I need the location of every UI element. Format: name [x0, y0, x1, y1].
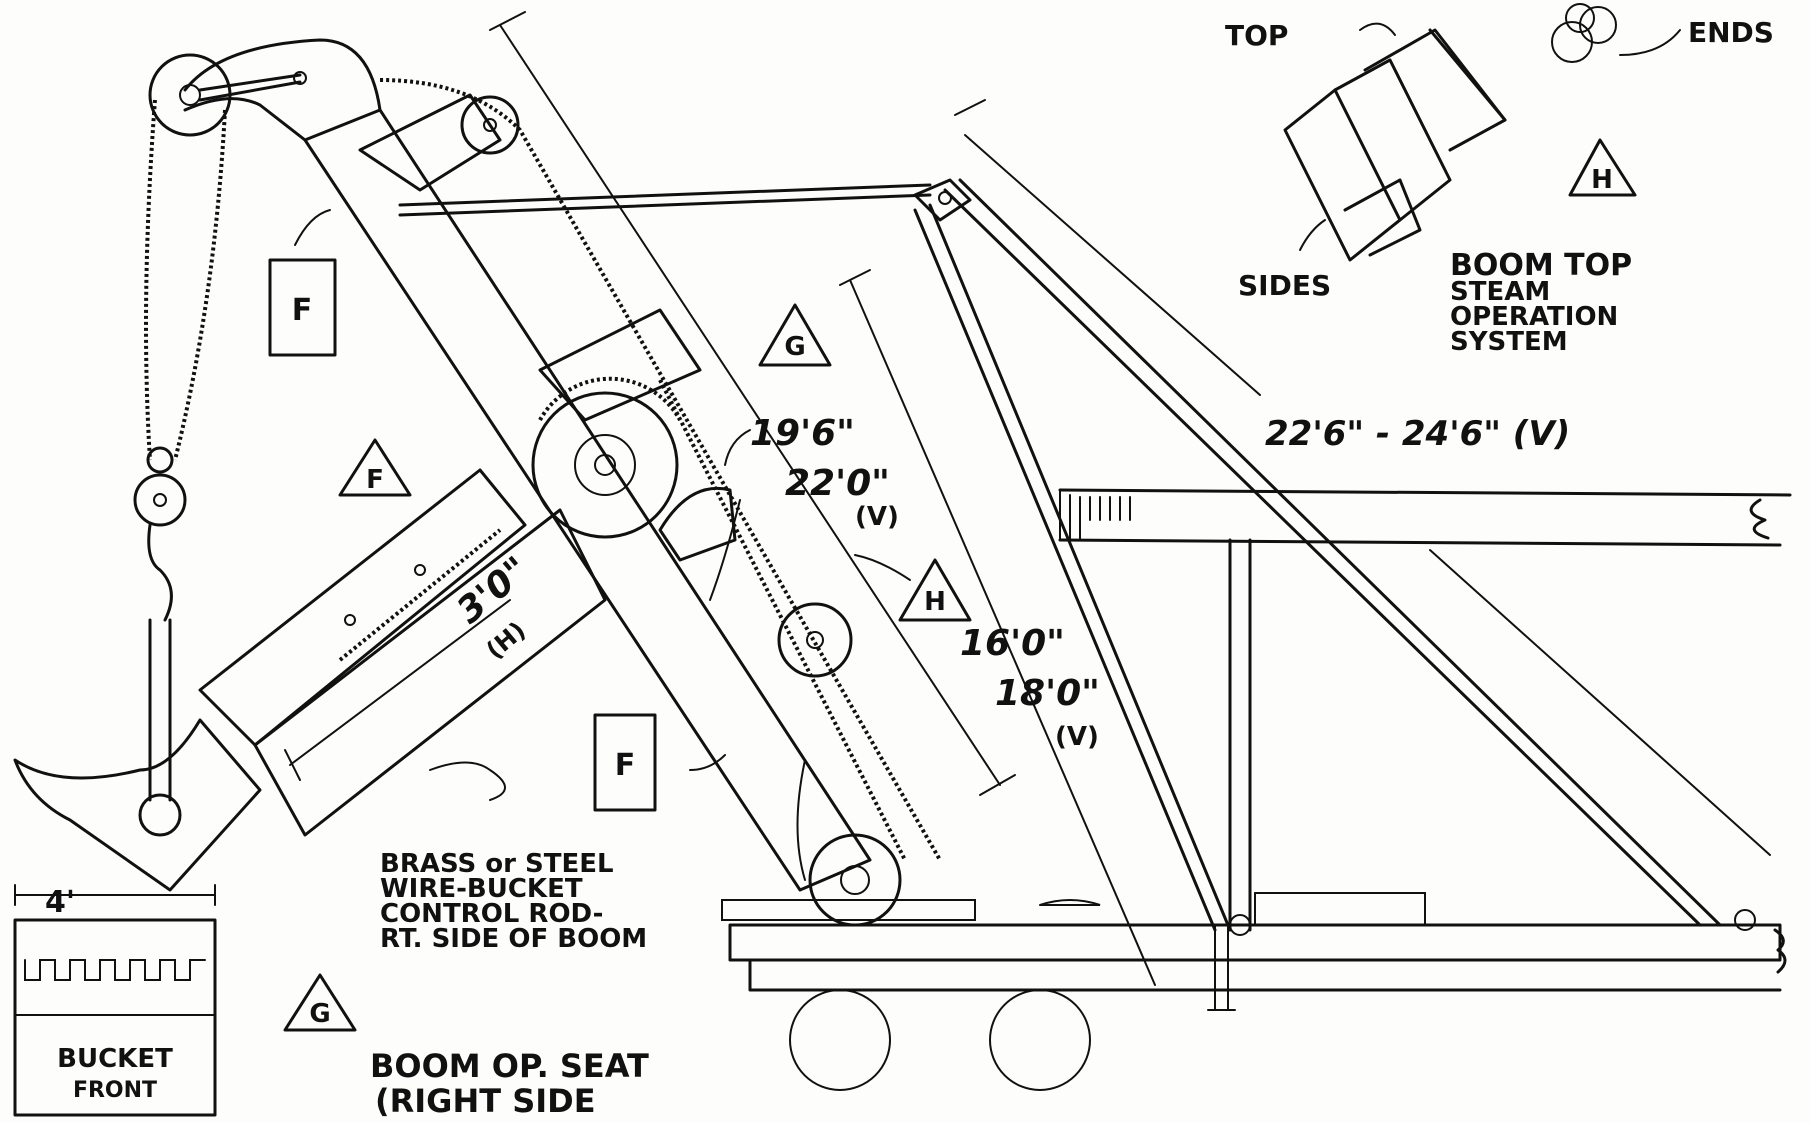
label-sides: SIDES	[1238, 269, 1331, 302]
boom-top-detail	[1283, 3, 1681, 262]
marker-F-box-2: F	[593, 713, 657, 812]
wheels	[789, 989, 1091, 1091]
marker-F-box-1: F	[268, 258, 337, 357]
marker-G-triangle-2: G	[283, 973, 357, 1032]
marker-F-label: F	[615, 748, 636, 783]
bucket-front-detail	[13, 918, 217, 1117]
dimension-lines	[14, 11, 1771, 986]
bucket-front-label: BUCKET FRONT	[57, 1044, 173, 1103]
dimension-4: 4'	[45, 885, 75, 920]
wire-note-line-1: BRASS or STEEL	[380, 849, 614, 879]
marker-G-triangle-1: G	[758, 303, 832, 367]
dimension-19-6: 19'6"	[750, 413, 855, 454]
dimension-18-0-v: (V)	[1055, 722, 1099, 752]
boom-op-seat-line-1: BOOM OP. SEAT	[370, 1047, 649, 1085]
wire-note: BRASS or STEEL WIRE-BUCKET CONTROL ROD- …	[380, 849, 647, 954]
marker-G-label: G	[309, 999, 330, 1029]
car-frame	[721, 892, 1787, 1011]
wire-note-line-2: WIRE-BUCKET	[380, 874, 583, 904]
dimension-18-0: 18'0"	[995, 673, 1100, 714]
hoist-line	[133, 99, 227, 837]
boom-op-seat-label: BOOM OP. SEAT (RIGHT SIDE	[370, 1047, 649, 1120]
label-ends: ENDS	[1688, 16, 1774, 49]
label-top: TOP	[1225, 19, 1288, 52]
marker-H-label: H	[1591, 165, 1613, 195]
boom-top-title-line-1: BOOM TOP	[1450, 248, 1632, 283]
marker-H-triangle-2: H	[1568, 138, 1637, 197]
dimension-22-0-v: (V)	[855, 502, 899, 532]
bucket	[13, 718, 262, 892]
a-frame	[398, 178, 1756, 936]
boom-top-title: BOOM TOP STEAM OPERATION SYSTEM	[1450, 248, 1632, 357]
marker-H-triangle-1: H	[898, 558, 972, 622]
wire-note-line-3: CONTROL ROD-	[380, 899, 603, 929]
main-boom	[148, 38, 942, 927]
dipper-stick	[198, 468, 607, 837]
leader-arrows	[294, 209, 911, 801]
dimension-22-6: 22'6" - 24'6" (V)	[1265, 414, 1570, 454]
boom-op-seat-line-2: (RIGHT SIDE	[375, 1082, 596, 1120]
boom-top-title-line-2: STEAM	[1450, 277, 1550, 307]
wire-note-line-4: RT. SIDE OF BOOM	[380, 924, 647, 954]
marker-G-label: G	[784, 332, 805, 362]
upper-platform	[1058, 488, 1792, 932]
boom-top-title-line-3: OPERATION	[1450, 302, 1618, 332]
marker-F-label: F	[292, 293, 313, 328]
bucket-front-line-2: FRONT	[73, 1078, 157, 1103]
dimension-22-0: 22'0"	[785, 463, 890, 504]
marker-H-label: H	[924, 587, 946, 617]
boom-top-title-line-4: SYSTEM	[1450, 327, 1568, 357]
dimension-3-0-h: (H)	[481, 616, 531, 664]
marker-F-triangle: F	[338, 438, 412, 497]
dimension-16-0: 16'0"	[960, 623, 1065, 664]
bucket-front-line-1: BUCKET	[57, 1044, 173, 1074]
marker-F-label: F	[366, 465, 384, 495]
